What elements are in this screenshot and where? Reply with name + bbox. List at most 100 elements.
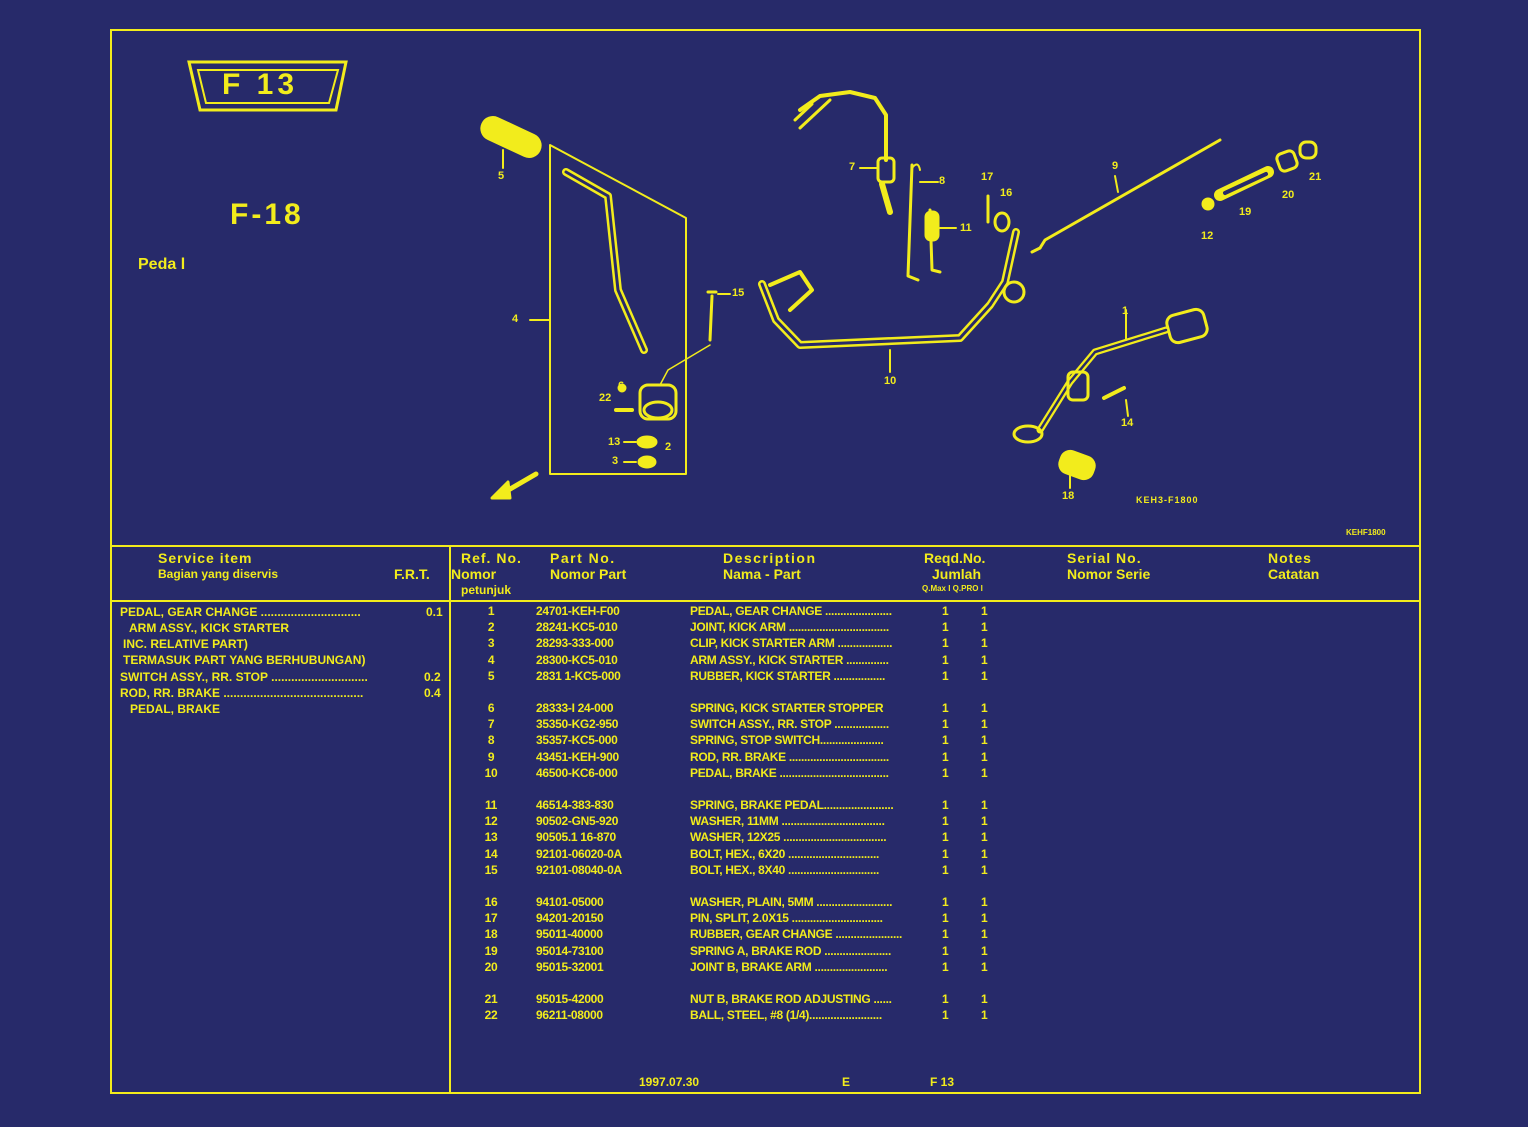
- qty-cell-1: 1: [942, 895, 949, 909]
- part-number-cell: 96211-08000: [536, 1008, 603, 1023]
- description-cell: WASHER, 11MM ...........................…: [690, 814, 885, 829]
- col-frt: F.R.T.: [394, 566, 430, 582]
- part-number-cell: 2831 1-KC5-000: [536, 668, 621, 683]
- ref-cell: 18: [484, 927, 498, 942]
- callout-5: 5: [498, 170, 505, 182]
- description-cell: PEDAL, GEAR CHANGE .....................…: [690, 604, 892, 618]
- qty-cell-1: 1: [942, 798, 949, 812]
- part-number-cell: 90502-GN5-920: [536, 814, 619, 829]
- ref-cell: 3: [487, 636, 495, 651]
- callout-13: 13: [608, 436, 621, 448]
- part-number-cell: 95015-42000: [536, 992, 604, 1006]
- callout-2: 2: [665, 441, 672, 453]
- part-number-cell: 94101-05000: [536, 895, 604, 909]
- qty-cell-2: 1: [981, 846, 988, 861]
- table-top-rule: [110, 545, 1421, 547]
- description-cell: SPRING, BRAKE PEDAL.....................…: [690, 798, 894, 812]
- qty-cell-2: 1: [981, 911, 988, 926]
- callout-20: 20: [1282, 189, 1295, 201]
- description-cell: ROD, RR. BRAKE .........................…: [690, 749, 889, 764]
- ref-cell: 2: [487, 620, 495, 635]
- part-number-cell: 92101-06020-0A: [536, 846, 622, 861]
- ref-cell: 11: [484, 798, 498, 812]
- callout-12: 12: [1201, 230, 1214, 242]
- description-cell: NUT B, BRAKE ROD ADJUSTING ......: [690, 992, 892, 1006]
- ref-cell: 15: [484, 862, 498, 877]
- ref-cell: 5: [487, 668, 495, 683]
- callout-10: 10: [884, 375, 897, 387]
- part-number-cell: 95015-32001: [536, 959, 604, 974]
- service-item: ARM ASSY., KICK STARTER: [129, 621, 290, 635]
- callout-8: 8: [939, 175, 946, 187]
- callout-9: 9: [1112, 160, 1119, 172]
- col-part-id: Nomor Part: [550, 566, 627, 582]
- callout-14: 14: [1121, 417, 1134, 429]
- ref-cell: 13: [484, 830, 498, 845]
- col-desc-id: Nama - Part: [723, 566, 801, 582]
- col-service-en: Service item: [158, 550, 253, 566]
- stop-switch-spring: [906, 163, 920, 282]
- qty-cell-2: 1: [981, 830, 988, 845]
- table-header-rule: [110, 600, 1421, 602]
- service-item: TERMASUK PART YANG BERHUBUNGAN): [123, 653, 366, 667]
- col-part-en: Part No.: [550, 550, 616, 566]
- section-badge-text: F 13: [222, 68, 299, 101]
- col-service-id: Bagian yang diservis: [158, 567, 279, 581]
- service-item: INC. RELATIVE PART): [123, 637, 248, 651]
- description-cell: PEDAL, BRAKE ...........................…: [690, 765, 889, 780]
- part-number-cell: 43451-KEH-900: [536, 749, 619, 764]
- col-desc-en: Description: [723, 550, 817, 566]
- page-subtitle: Peda l: [138, 256, 186, 273]
- footer-page: F 13: [930, 1075, 955, 1089]
- description-cell: ARM ASSY., KICK STARTER ..............: [690, 652, 889, 667]
- description-cell: PIN, SPLIT, 2.0X15 .....................…: [690, 911, 883, 926]
- qty-cell-1: 1: [942, 862, 949, 877]
- footer-edition: E: [842, 1075, 851, 1089]
- qty-cell-2: 1: [981, 943, 988, 958]
- table-row: 12 90502-GN5-920 WASHER, 11MM ............…: [450, 814, 1010, 830]
- col-reqd-id: Jumlah: [932, 566, 982, 582]
- qty-cell-2: 1: [981, 927, 988, 942]
- qty-cell-2: 1: [981, 862, 988, 877]
- description-cell: RUBBER, GEAR CHANGE ....................…: [690, 927, 903, 942]
- col-reqd-sub: Q.Max I Q.PRO I: [922, 584, 983, 593]
- ref-cell: 14: [484, 846, 498, 861]
- kick-starter-rubber: [480, 116, 542, 158]
- exploded-diagram: [480, 90, 1318, 500]
- ref-cell: 12: [484, 814, 498, 829]
- parts-catalog-frame: [110, 29, 1421, 1094]
- description-cell: JOINT B, BRAKE ARM .....................…: [690, 959, 888, 974]
- col-serial-en: Serial No.: [1067, 550, 1142, 566]
- col-notes-id: Catatan: [1268, 566, 1320, 582]
- qty-cell-1: 1: [942, 668, 949, 683]
- qty-cell-1: 1: [942, 604, 949, 618]
- qty-cell-1: 1: [942, 992, 949, 1006]
- description-cell: SPRING, STOP SWITCH.....................: [690, 733, 884, 748]
- description-cell: SPRING, KICK STARTER STOPPER: [690, 701, 884, 715]
- ref-cell: 16: [484, 895, 498, 909]
- callout-15: 15: [732, 287, 745, 299]
- col-serial-id: Nomor Serie: [1067, 566, 1151, 582]
- description-cell: BOLT, HEX., 8X40 .......................…: [690, 862, 880, 877]
- qty-cell-1: 1: [942, 636, 949, 651]
- description-cell: BOLT, HEX., 6X20 .......................…: [690, 846, 880, 861]
- service-item: PEDAL, GEAR CHANGE .....................…: [120, 605, 443, 619]
- ref-cell: 8: [487, 733, 495, 748]
- page-code: F-18: [230, 198, 304, 231]
- col-reqd-en: Reqd.No.: [924, 550, 986, 566]
- table-row: 14 92101-06020-0A BOLT, HEX., 6X20 .......…: [450, 847, 1010, 863]
- qty-cell-1: 1: [942, 733, 949, 748]
- ref-cell: 19: [484, 943, 498, 958]
- brake-rod: [1038, 138, 1222, 250]
- part-number-cell: 28300-KC5-010: [536, 652, 618, 667]
- description-cell: RUBBER, KICK STARTER .................: [690, 668, 886, 683]
- qty-cell-2: 1: [981, 733, 988, 748]
- qty-cell-1: 1: [942, 701, 949, 715]
- part-number-cell: 92101-08040-0A: [536, 862, 622, 877]
